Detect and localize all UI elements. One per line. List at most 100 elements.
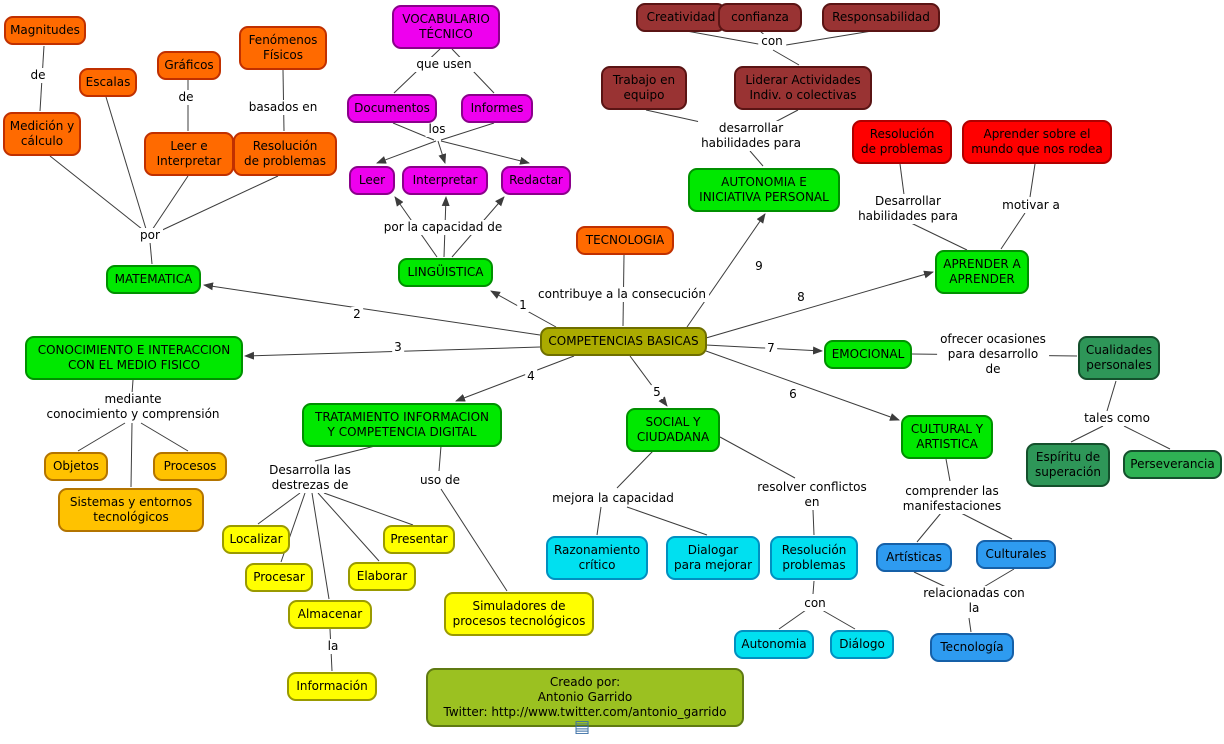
node-leer[interactable]: Leer <box>349 166 395 195</box>
node-linguistica[interactable]: LINGÜISTICA <box>398 258 493 287</box>
node-almacenar[interactable]: Almacenar <box>288 600 372 629</box>
node-confianza[interactable]: confianza <box>718 3 802 32</box>
edge-line <box>772 49 800 66</box>
node-cualidades-personales[interactable]: Cualidades personales <box>1078 336 1160 380</box>
link-label: que usen <box>413 57 475 72</box>
edge-line <box>821 609 856 630</box>
edge-line <box>686 213 766 328</box>
link-label: la <box>324 639 342 654</box>
node-tecnologia[interactable]: TECNOLOGIA <box>576 226 674 255</box>
node-interpretar[interactable]: Interpretar <box>402 166 488 195</box>
node-leer-e-interpretar[interactable]: Leer e Interpretar <box>144 132 234 176</box>
node-liderar-actividades[interactable]: Liderar Actividades Indiv. o colectivas <box>734 66 872 110</box>
node-autonomia-e-iniciativa-personal[interactable]: AUTONOMIA E INICIATIVA PERSONAL <box>688 168 840 212</box>
node-emocional[interactable]: EMOCIONAL <box>824 340 912 369</box>
link-label: por la capacidad de <box>380 220 506 235</box>
edge-line <box>812 509 815 536</box>
edge-line <box>317 492 380 562</box>
node-fenomenos-fisicos[interactable]: Fenómenos Físicos <box>239 26 327 70</box>
node-medicion-y-calculo[interactable]: Medición y cálculo <box>3 112 81 156</box>
edge-line <box>323 492 414 526</box>
node-razonamiento-critico[interactable]: Razonamiento crítico <box>546 536 648 580</box>
node-tratamiento-informacion-competencia-digital[interactable]: TRATAMIENTO INFORMACION Y COMPETENCIA DI… <box>302 403 502 447</box>
node-culturales[interactable]: Culturales <box>976 540 1056 569</box>
link-label: de <box>175 90 197 105</box>
node-informacion[interactable]: Información <box>287 672 377 701</box>
node-informes[interactable]: Informes <box>461 94 533 123</box>
node-creatividad[interactable]: Creatividad <box>636 3 726 32</box>
node-graficos[interactable]: Gráficos <box>157 51 221 80</box>
attachment-icon[interactable]: ▤ <box>574 717 591 737</box>
node-trabajo-en-equipo[interactable]: Trabajo en equipo <box>601 66 687 110</box>
node-presentar[interactable]: Presentar <box>383 525 455 554</box>
node-matematica[interactable]: MATEMATICA <box>106 265 201 294</box>
edge-line <box>680 29 770 47</box>
node-documentos[interactable]: Documentos <box>347 94 437 123</box>
node-responsabilidad[interactable]: Responsabilidad <box>822 3 940 32</box>
edge-number: 3 <box>392 340 404 354</box>
edge-line <box>960 512 1013 540</box>
node-competencias-basicas[interactable]: COMPETENCIAS BASICAS <box>540 327 707 356</box>
edge-line <box>455 355 575 402</box>
node-autonomia[interactable]: Autonomia <box>734 630 814 659</box>
node-escalas[interactable]: Escalas <box>79 68 137 97</box>
edge-line <box>314 445 376 462</box>
edge-line <box>49 155 148 234</box>
link-label: con <box>758 34 786 49</box>
node-credit-box[interactable]: Creado por: Antonio Garrido Twitter: htt… <box>426 668 744 727</box>
node-tecnologia-relacionada[interactable]: Tecnología <box>930 633 1014 662</box>
edge-line <box>749 150 764 167</box>
edge-line <box>440 122 495 141</box>
node-artisticas[interactable]: Artísticas <box>876 543 952 572</box>
node-dialogo[interactable]: Diálogo <box>830 630 894 659</box>
link-label: basados en <box>245 100 321 115</box>
link-label: mejora la capacidad <box>549 491 677 506</box>
node-dialogar-para-mejorar[interactable]: Dialogar para mejorar <box>666 536 760 580</box>
edge-number: 1 <box>517 298 529 312</box>
edge-line <box>626 506 708 536</box>
node-espiritu-de-superacion[interactable]: Espíritu de superación <box>1026 443 1110 487</box>
node-sistemas-y-entornos-tecnologicos[interactable]: Sistemas y entornos tecnológicos <box>58 488 204 532</box>
node-elaborar[interactable]: Elaborar <box>348 562 416 591</box>
node-cultural-y-artistica[interactable]: CULTURAL Y ARTISTICA <box>901 415 993 459</box>
node-magnitudes[interactable]: Magnitudes <box>4 16 86 45</box>
node-localizar[interactable]: Localizar <box>222 525 290 554</box>
node-aprender-sobre-el-mundo[interactable]: Aprender sobre el mundo que nos rodea <box>962 120 1112 164</box>
link-label: con <box>801 596 829 611</box>
node-resolucion-de-problemas-matematica[interactable]: Resolución de problemas <box>233 132 337 176</box>
node-procesar[interactable]: Procesar <box>245 563 313 592</box>
link-label: uso de <box>416 473 464 488</box>
edge-line <box>616 450 654 489</box>
edge-line <box>437 140 447 164</box>
edge-line <box>908 221 968 251</box>
node-conocimiento-e-interaccion-medio-fisico[interactable]: CONOCIMIENTO E INTERACCION CON EL MEDIO … <box>25 336 243 380</box>
edge-line <box>140 422 189 452</box>
edge-line <box>392 122 435 141</box>
node-simuladores-procesos-tecnologicos[interactable]: Simuladores de procesos tecnológicos <box>444 592 594 636</box>
edge-number: 5 <box>651 385 663 399</box>
edge-number: 6 <box>787 387 799 401</box>
link-label: contribuye a la consecución <box>535 287 709 302</box>
edge-line <box>149 241 153 265</box>
node-resolucion-de-problemas-aprender[interactable]: Resolución de problemas <box>852 120 952 164</box>
edge-number: 9 <box>753 259 765 273</box>
edge-line <box>719 436 796 479</box>
edge-line <box>1123 425 1171 450</box>
node-perseverancia[interactable]: Perseverancia <box>1123 450 1222 479</box>
node-social-y-ciudadana[interactable]: SOCIAL Y CIUDADANA <box>626 408 720 452</box>
node-objetos[interactable]: Objetos <box>44 452 108 481</box>
edge-line <box>945 458 951 482</box>
link-label: los <box>425 122 449 137</box>
node-redactar[interactable]: Redactar <box>501 166 571 195</box>
edge-line <box>438 445 442 472</box>
edge-line <box>1029 163 1036 198</box>
node-vocabulario-tecnico[interactable]: VOCABULARIO TÉCNICO <box>392 5 500 49</box>
edge-line <box>440 140 530 165</box>
node-procesos[interactable]: Procesos <box>153 452 227 481</box>
node-aprender-a-aprender[interactable]: APRENDER A APRENDER <box>935 250 1029 294</box>
link-label: por <box>137 228 163 243</box>
node-resolucion-problemas-social[interactable]: Resolución problemas <box>770 536 858 580</box>
